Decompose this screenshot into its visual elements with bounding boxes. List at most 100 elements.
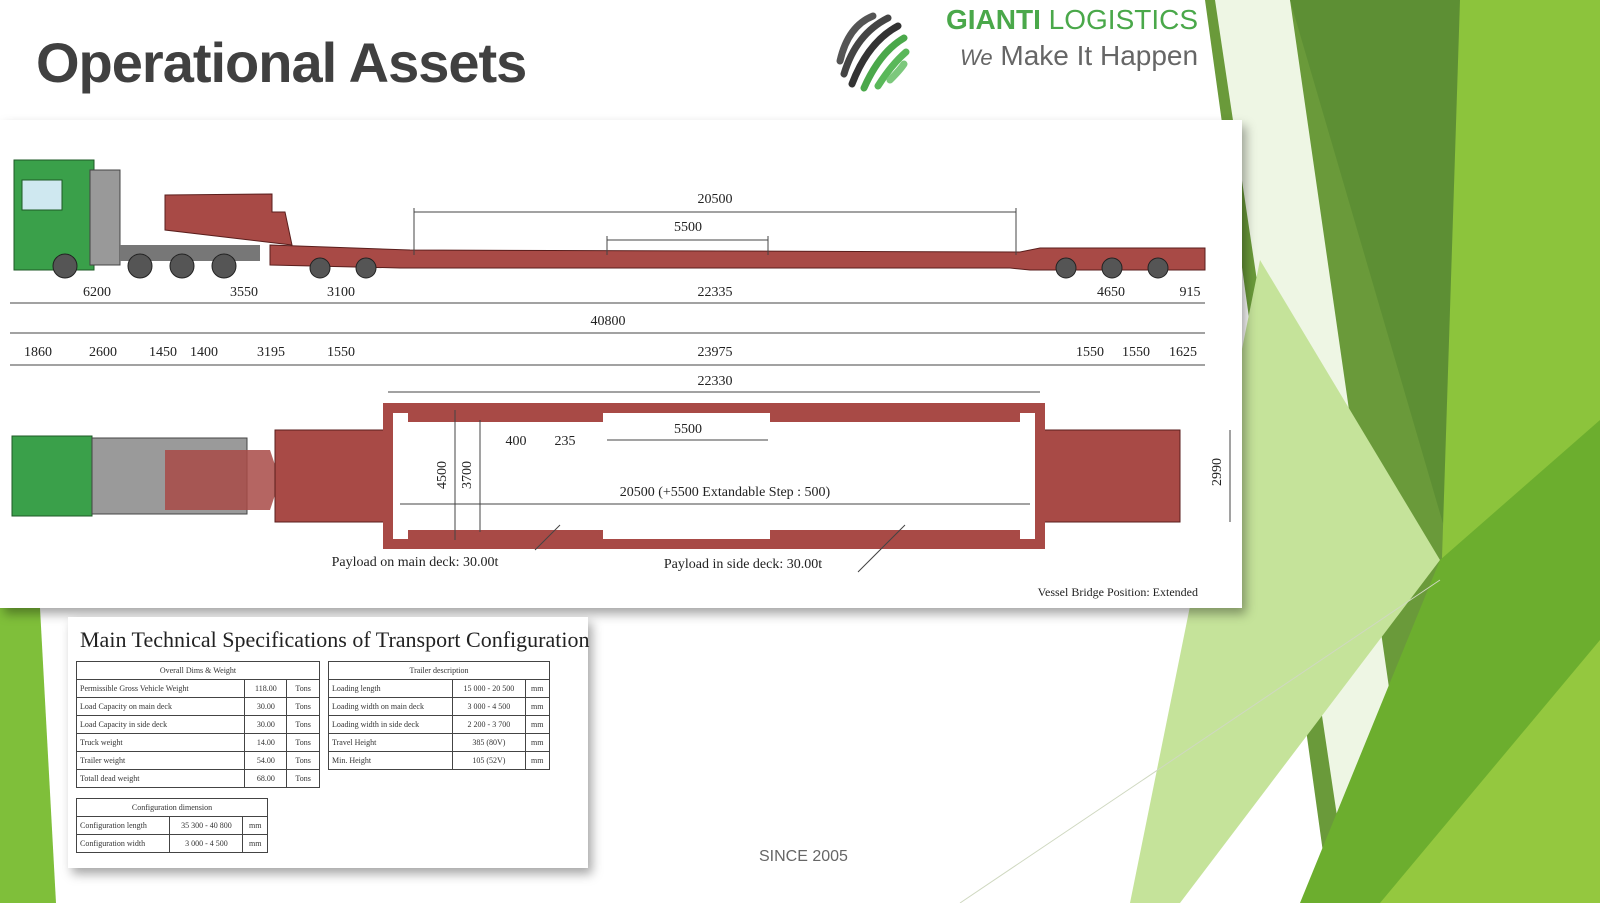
spec-label: Truck weight (75, 733, 246, 752)
side-view: 20500 5500 6200 3550 3100 22335 4650 915… (10, 159, 1206, 393)
deck-note: 20500 (+5500 Extandable Step : 500) (620, 485, 831, 500)
table-header: Trailer description (328, 661, 550, 680)
overall-dims-table: Overall Dims & Weight Permissible Gross … (75, 661, 320, 788)
spec-value: 3 000 - 4 500 (169, 834, 244, 853)
payload-main-deck: Payload on main deck: 30.00t (332, 555, 499, 570)
dim-row3: 1860 (24, 345, 52, 360)
dim-top-extension: 5500 (674, 422, 702, 437)
spec-unit: Tons (286, 697, 320, 716)
spec-label: Min. Height (327, 751, 454, 770)
spec-label: Configuration length (75, 816, 171, 835)
spec-value: 15 000 - 20 500 (452, 679, 526, 698)
dim-row1: 22335 (698, 285, 733, 300)
dim-row3: 1400 (190, 345, 218, 360)
vessel-bridge-note: Vessel Bridge Position: Extended (1038, 585, 1198, 599)
spec-value: 3 000 - 4 500 (452, 697, 526, 716)
dim-row1: 915 (1180, 285, 1201, 300)
spec-unit: mm (242, 834, 268, 853)
spec-label: Loading width in side deck (327, 715, 454, 734)
trailer-diagram: 20500 5500 6200 3550 3100 22335 4650 915… (0, 120, 1242, 608)
spec-label: Totall dead weight (75, 769, 246, 788)
spec-unit: mm (524, 679, 551, 698)
table-header: Overall Dims & Weight (76, 661, 320, 680)
spec-value: 385 (80V) (452, 733, 526, 752)
dim-row3: 1550 (1122, 345, 1150, 360)
dim-row1: 6200 (83, 285, 111, 300)
spec-value: 30.00 (244, 715, 288, 734)
spec-label: Configuration width (75, 834, 171, 853)
spec-label: Load Capacity in side deck (75, 715, 246, 734)
dim-top-length: 22330 (698, 374, 733, 389)
dim-row3: 1625 (1169, 345, 1197, 360)
dim-width-outer: 4500 (435, 461, 450, 489)
brand-name-rest: LOGISTICS (1048, 4, 1199, 35)
spec-unit: mm (524, 733, 551, 752)
dim-width-inner: 3700 (460, 461, 475, 489)
specs-title: Main Technical Specifications of Transpo… (80, 627, 590, 652)
tagline-text: Make It Happen (1000, 40, 1199, 71)
dim-row3: 1550 (327, 345, 355, 360)
spec-value: 2 200 - 3 700 (452, 715, 526, 734)
brand-name: GIANTI LOGISTICS (946, 4, 1198, 36)
dim-row3: 1450 (149, 345, 177, 360)
spec-unit: Tons (286, 679, 320, 698)
spec-value: 35 300 - 40 800 (169, 816, 244, 835)
specs-panel: Main Technical Specifications of Transpo… (68, 617, 590, 868)
dim-row3: 3195 (257, 345, 285, 360)
spec-unit: mm (524, 697, 551, 716)
dim-235: 235 (555, 434, 576, 449)
spec-unit: mm (524, 715, 551, 734)
spec-unit: Tons (286, 769, 320, 788)
spec-unit: Tons (286, 715, 320, 734)
spec-value: 68.00 (244, 769, 288, 788)
spec-label: Travel Height (327, 733, 454, 752)
config-dimension-table: Configuration dimension Configuration le… (75, 798, 268, 853)
spec-value: 54.00 (244, 751, 288, 770)
spec-label: Permissible Gross Vehicle Weight (75, 679, 246, 698)
spec-value: 118.00 (244, 679, 288, 698)
dim-row1: 4650 (1097, 285, 1125, 300)
spec-unit: Tons (286, 733, 320, 752)
top-view: 400 235 5500 4500 3700 2990 20500 (+5500… (11, 403, 1231, 599)
dim-row3: 2600 (89, 345, 117, 360)
page-title: Operational Assets (36, 31, 527, 94)
spec-value: 30.00 (244, 697, 288, 716)
spec-label: Loading width on main deck (327, 697, 454, 716)
brand-tagline: We Make It Happen (960, 40, 1198, 72)
payload-side-deck: Payload in side deck: 30.00t (664, 557, 822, 572)
dim-400: 400 (506, 434, 527, 449)
since-label: SINCE 2005 (759, 848, 848, 865)
dim-row3: 1550 (1076, 345, 1104, 360)
spec-unit: mm (524, 751, 551, 770)
spec-value: 105 (52V) (452, 751, 526, 770)
dim-row3: 23975 (698, 345, 733, 360)
dim-overall-length: 40800 (591, 314, 626, 329)
spec-label: Load Capacity on main deck (75, 697, 246, 716)
dim-row1: 3100 (327, 285, 355, 300)
spec-label: Loading length (327, 679, 454, 698)
dim-width-rear: 2990 (1210, 458, 1225, 486)
dim-extension: 5500 (674, 220, 702, 235)
tagline-prefix: We (960, 45, 993, 70)
spec-label: Trailer weight (75, 751, 246, 770)
spec-unit: Tons (286, 751, 320, 770)
brand-name-bold: GIANTI (946, 4, 1041, 35)
spec-unit: mm (242, 816, 268, 835)
spec-value: 14.00 (244, 733, 288, 752)
dim-row1: 3550 (230, 285, 258, 300)
